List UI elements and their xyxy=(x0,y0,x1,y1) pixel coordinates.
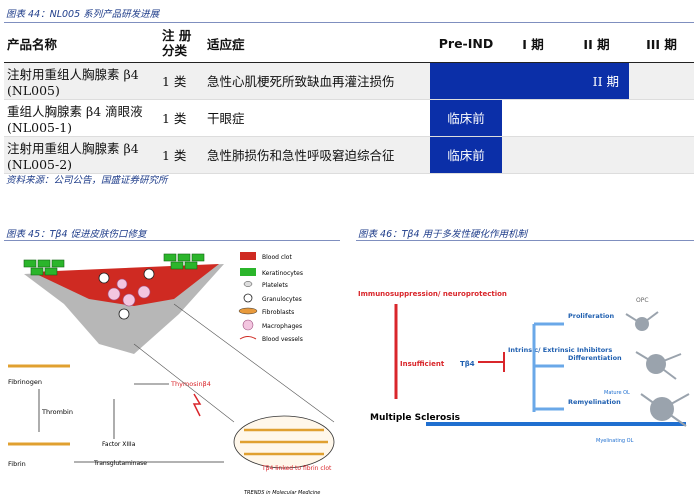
product-name: 注射用重组人胸腺素 β4 (NL005-2) xyxy=(4,136,159,174)
figure-44-caption: 图表 44：NL005 系列产品研发进展 xyxy=(6,9,160,20)
ms-label: Multiple Sclerosis xyxy=(370,413,460,423)
platelet-swatch xyxy=(243,281,253,287)
insufficient-label: Insufficient xyxy=(400,360,445,368)
table-row: 注射用重组人胸腺素 β4 (NL005-2) 1 类 急性肺损伤和急性呼吸窘迫综… xyxy=(4,136,694,174)
tb4-label: Tβ4 xyxy=(460,360,475,368)
macrophage-cells xyxy=(107,278,151,307)
legend-label: Blood clot xyxy=(262,254,292,261)
factor-label: Factor XIIIa xyxy=(102,441,136,448)
mature-ol-label: Mature OL xyxy=(604,390,630,396)
granulocyte-cells xyxy=(98,268,155,320)
indication: 急性心肌梗死所致缺血再灌注损伤 xyxy=(204,62,430,100)
empty-cell xyxy=(564,99,629,137)
reg-class: 1 类 xyxy=(159,99,204,137)
macrophage-swatch xyxy=(242,319,254,331)
empty-cell xyxy=(629,99,694,137)
fibrinogen-label: Fibrinogen xyxy=(8,378,42,386)
legend-label: Fibroblasts xyxy=(262,309,294,316)
thymosin-label: Thymosinβ4 xyxy=(170,380,211,388)
header-phase3: III 期 xyxy=(629,25,694,63)
myelinating-ol-label: Myelinating OL xyxy=(596,438,634,444)
proliferation-label: Proliferation xyxy=(568,312,615,320)
indication: 干眼症 xyxy=(204,99,430,137)
empty-cell xyxy=(629,136,694,174)
source-note: 资料来源：公司公告，国盛证券研究所 xyxy=(6,175,168,186)
caption-rule xyxy=(4,240,340,241)
keratinocyte-cells xyxy=(23,253,205,276)
indication: 急性肺损伤和急性呼吸窘迫综合征 xyxy=(204,136,430,174)
fibrin-mesh xyxy=(240,428,328,456)
blood-clot-swatch xyxy=(240,252,256,260)
progress-bar: II 期 xyxy=(430,62,629,100)
cell-processes xyxy=(625,311,690,427)
legend-label: Keratinocytes xyxy=(262,270,303,277)
empty-cell xyxy=(502,99,564,137)
empty-cell xyxy=(564,136,629,174)
zoom-line xyxy=(173,303,335,423)
reg-class: 1 类 xyxy=(159,136,204,174)
lightning-icon xyxy=(192,393,202,417)
header-indication: 适应症 xyxy=(204,25,430,63)
header-phase1: I 期 xyxy=(502,25,564,63)
progress-bar: 临床前 xyxy=(430,99,502,137)
fibrin-label: Fibrin xyxy=(8,460,26,468)
keratinocyte-swatch xyxy=(240,268,256,276)
legend-label: Platelets xyxy=(262,282,288,289)
table-header-row: 产品名称 注 册 分类 适应症 Pre-IND I 期 II 期 III 期 xyxy=(4,25,694,63)
granulocyte-swatch xyxy=(243,293,253,303)
fibroblast-swatch xyxy=(238,307,258,315)
header-reg: 注 册 分类 xyxy=(159,25,204,63)
remyelination-label: Remyelination xyxy=(568,398,621,406)
pipeline-table: 产品名称 注 册 分类 适应症 Pre-IND I 期 II 期 III 期 注… xyxy=(4,25,694,174)
table-row: 重组人胸腺素 β4 滴眼液 (NL005-1) 1 类 干眼症 临床前 xyxy=(4,99,694,137)
header-preind: Pre-IND xyxy=(430,25,502,63)
wound-repair-diagram: Blood clot Keratinocytes Platelets Granu… xyxy=(8,252,335,496)
reg-class: 1 类 xyxy=(159,62,204,100)
empty-cell xyxy=(502,136,564,174)
legend-label: Blood vessels xyxy=(262,336,303,343)
opc-label: OPC xyxy=(636,297,649,304)
progress-bar: 临床前 xyxy=(430,136,502,174)
thrombin-label: Thrombin xyxy=(41,408,73,416)
inhibitors-label: Intrinsic/ Extrinsic Inhibitors xyxy=(508,346,612,354)
legend: Blood clot Keratinocytes Platelets Granu… xyxy=(238,252,303,343)
product-name: 注射用重组人胸腺素 β4 (NL005) xyxy=(4,62,159,100)
ms-mechanism-diagram: Immunosuppression/ neuroprotection Insuf… xyxy=(358,290,690,444)
figure-46-caption: 图表 46：Tβ4 用于多发性硬化作用机制 xyxy=(358,229,528,240)
immuno-label: Immunosuppression/ neuroprotection xyxy=(358,290,507,298)
caption-rule xyxy=(356,240,694,241)
linked-label: Tβ4 linked to fibrin clot xyxy=(261,465,332,472)
product-name: 重组人胸腺素 β4 滴眼液 (NL005-1) xyxy=(4,99,159,137)
table-row: 注射用重组人胸腺素 β4 (NL005) 1 类 急性心肌梗死所致缺血再灌注损伤… xyxy=(4,62,694,100)
blood-vessel-swatch xyxy=(239,336,257,340)
empty-cell xyxy=(629,62,694,100)
transglutaminase-label: Transglutaminase xyxy=(93,460,147,467)
header-phase2: II 期 xyxy=(564,25,629,63)
legend-label: Macrophages xyxy=(262,323,302,330)
journal-credit: TRENDS in Molecular Medicine xyxy=(244,490,320,496)
zoom-line xyxy=(133,343,235,423)
figure-45-caption: 图表 45：Tβ4 促进皮肤伤口修复 xyxy=(6,229,147,240)
legend-label: Granulocytes xyxy=(262,296,302,303)
header-product: 产品名称 xyxy=(4,25,159,63)
caption-rule xyxy=(4,22,694,23)
differentiation-label: Differentiation xyxy=(568,354,622,362)
